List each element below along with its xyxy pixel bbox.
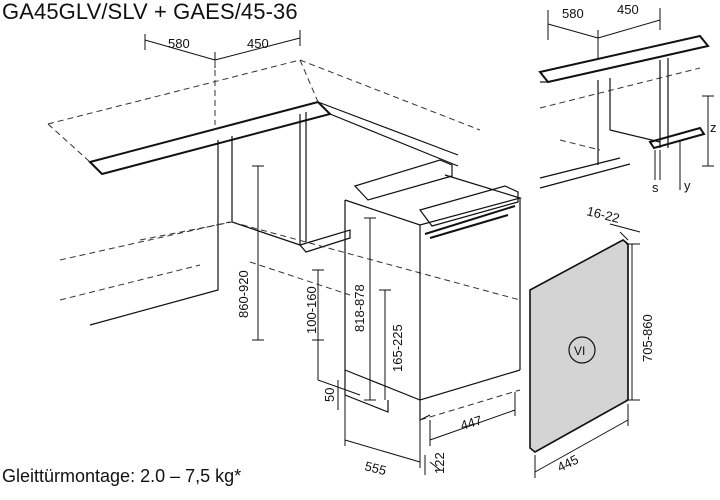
door-label-vi: VI	[574, 344, 585, 358]
dim-door-width: 445	[555, 452, 581, 475]
dim-niche-height: 860-920	[236, 270, 251, 318]
detail-drawing	[538, 8, 714, 190]
dim-plinth-height: 100-160	[304, 286, 319, 334]
dim-appliance-depth: 555	[363, 458, 388, 478]
worktop-drawing	[47, 30, 521, 341]
dim-top-depth: 580	[168, 36, 190, 51]
dim-detail-z: z	[710, 120, 717, 135]
dim-detail-width: 450	[617, 2, 639, 17]
dim-top-width: 450	[247, 36, 269, 51]
dim-detail-s: s	[652, 180, 659, 195]
dim-detail-y: y	[684, 178, 691, 193]
dim-door-thickness: 16-22	[585, 203, 621, 226]
dim-appliance-height: 818-878	[352, 284, 367, 332]
dim-plinth-depth: 50	[322, 388, 337, 402]
dim-foot-height: 165-225	[390, 324, 405, 372]
appliance-drawing	[312, 159, 523, 475]
dim-appliance-width: 447	[459, 412, 484, 432]
dim-detail-depth: 580	[562, 6, 584, 21]
sliding-door-mounting-caption: Gleittürmontage: 2.0 – 7,5 kg*	[2, 466, 242, 486]
dim-door-height: 705-860	[640, 314, 655, 362]
dim-door-offset: 122	[432, 452, 447, 474]
diagram-title: GA45GLV/SLV + GAES/45-36	[2, 0, 298, 24]
door-panel-drawing	[529, 223, 641, 478]
